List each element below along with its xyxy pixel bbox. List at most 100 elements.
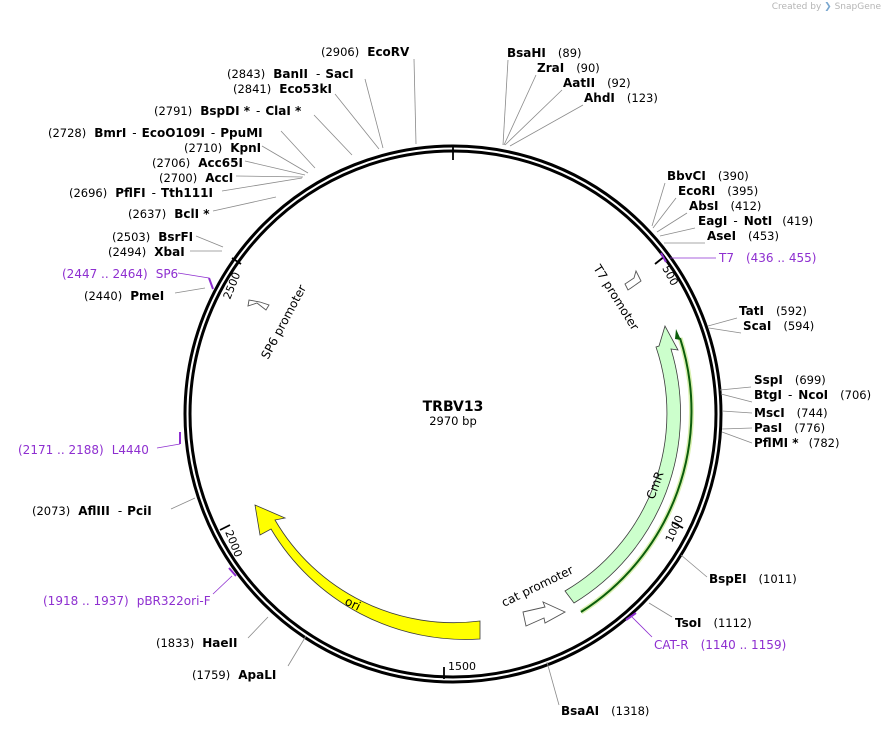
site-label-pasi[interactable]: PasI(776) (754, 421, 825, 435)
site-label-asei[interactable]: AseI(453) (707, 229, 779, 243)
site-label-xbai[interactable]: (2494)XbaI (108, 245, 185, 259)
leader-primer-pbr322ori-f (212, 575, 233, 595)
primer-mark-cat-r (625, 612, 637, 621)
site-label-acc65i[interactable]: (2706)Acc65I (152, 156, 243, 170)
site-label-bspdi-clai[interactable]: (2791)BspDI *-ClaI * (154, 104, 302, 118)
primer-labels: T7(436 .. 455) CAT-R(1140 .. 1159) (1918… (18, 251, 816, 652)
snapgene-credit: Created by ⁠❯ SnapGene (772, 2, 881, 12)
leader-tati (707, 317, 738, 327)
leader-banii (364, 78, 384, 149)
leader-acci (235, 175, 304, 178)
site-labels-left: (1759)ApaLI (1833)HaeII (2073)AflIII-Pci… (32, 45, 410, 682)
credit-brand: SnapGene (834, 2, 881, 12)
tick-label-1500: 1500 (448, 660, 476, 673)
leader-bspei (680, 554, 708, 578)
leader-scai (708, 327, 742, 334)
leader-bmri (280, 130, 316, 169)
cmr-gene-arrow[interactable] (564, 324, 681, 604)
leader-ecori (652, 197, 677, 229)
site-label-bcli[interactable]: (2637)BclI * (128, 207, 210, 221)
sp6-promoter-arrow[interactable] (247, 299, 270, 311)
leader-ecorv (413, 58, 417, 145)
primer-label-cat-r[interactable]: CAT-R(1140 .. 1159) (654, 638, 786, 652)
site-label-tsoi[interactable]: TsoI(1112) (675, 616, 752, 630)
site-label-tati[interactable]: TatI(592) (739, 304, 807, 318)
site-label-haeii[interactable]: (1833)HaeII (156, 636, 237, 650)
feature-label-t7-promoter: T7 promoter (590, 261, 642, 332)
tick-2500 (231, 257, 242, 265)
feature-label-ori: ori (343, 594, 363, 613)
primer-label-sp6[interactable]: (2447 .. 2464)SP6 (62, 267, 178, 281)
leader-bsahi (502, 59, 509, 146)
site-label-apali[interactable]: (1759)ApaLI (192, 668, 276, 682)
leader-eco53ki (334, 93, 380, 150)
site-label-pflfi-tth111i[interactable]: (2696)PflFI-Tth111I (69, 186, 213, 200)
site-label-scai[interactable]: ScaI(594) (743, 319, 814, 333)
site-label-bbvci[interactable]: BbvCI(390) (667, 169, 749, 183)
site-label-bmri-ecoo109i-ppumi[interactable]: (2728)BmrI-EcoO109I-PpuMI (48, 126, 263, 140)
leader-bsaai (546, 661, 560, 706)
primer-mark-sp6 (208, 277, 214, 290)
primers (156, 252, 716, 638)
site-label-acci[interactable]: (2700)AccI (159, 171, 233, 185)
feature-label-sp6-promoter: SP6 promoter (258, 282, 309, 361)
ori-origin-arrow[interactable] (254, 504, 481, 640)
credit-prefix: Created by (771, 2, 822, 12)
site-label-absi[interactable]: AbsI(412) (689, 199, 761, 213)
leader-sspi (719, 386, 752, 391)
site-label-bsrfi[interactable]: (2503)BsrFI (112, 230, 193, 244)
site-label-sspi[interactable]: SspI(699) (754, 373, 826, 387)
plasmid-length: 2970 bp (429, 414, 477, 428)
snapgene-logo-icon: ⁠❯ (824, 2, 832, 12)
site-label-btgi-ncoi[interactable]: BtgI-NcoI(706) (754, 388, 871, 402)
leader-acc65i (244, 160, 306, 176)
site-label-ahdi[interactable]: AhdI(123) (584, 91, 658, 105)
site-label-eco53ki[interactable]: (2841)Eco53kI (233, 82, 332, 96)
leader-pflmi (721, 431, 753, 444)
leader-pasi (721, 427, 753, 430)
site-label-pmei[interactable]: (2440)PmeI (84, 289, 164, 303)
features: CmR ori T7 promoter SP6 promoter cat pro… (247, 261, 694, 640)
tick-1000 (671, 521, 684, 529)
plasmid-title: TRBV13 2970 bp (423, 399, 484, 428)
site-label-bsaai[interactable]: BsaAI(1318) (561, 704, 649, 718)
leader-ahdi (509, 104, 584, 147)
cmr-orf-line (580, 337, 693, 613)
cmr-orf-arrowhead-icon (675, 329, 681, 340)
site-label-kpni[interactable]: (2710)KpnI (184, 141, 261, 155)
leader-tsoi (648, 602, 673, 618)
leader-msci (721, 410, 753, 414)
leader-aatii (504, 89, 563, 146)
leader-primer-sp6 (177, 272, 210, 279)
primer-label-t7[interactable]: T7(436 .. 455) (718, 251, 816, 265)
leader-bsrfi (195, 235, 224, 248)
t7-promoter-arrow[interactable] (624, 269, 642, 291)
leader-afliii (170, 497, 196, 510)
leader-haeii (247, 616, 269, 639)
leader-primer-l4440 (156, 443, 181, 449)
site-label-pflmi[interactable]: PflMI *(782) (754, 436, 840, 450)
leader-apali (287, 635, 307, 667)
site-label-ecorv[interactable]: (2906)EcoRV (321, 45, 410, 59)
primer-mark-pbr322ori-f (228, 567, 237, 577)
site-label-banii-saci[interactable]: (2843)BanII-SacI (227, 67, 354, 81)
cat-promoter-arrow[interactable] (522, 601, 567, 627)
site-label-aatii[interactable]: AatII(92) (563, 76, 631, 90)
leader-pmei (174, 287, 206, 294)
leader-absi (656, 212, 688, 233)
site-label-zrai[interactable]: ZraI(90) (537, 61, 600, 75)
site-label-eagi-noti[interactable]: EagI-NotI(419) (698, 214, 813, 228)
leader-bbvci (651, 182, 666, 227)
site-label-ecori[interactable]: EcoRI(395) (678, 184, 758, 198)
site-label-afliii-pcii[interactable]: (2073)AflIII-PciI (32, 504, 152, 518)
leader-eagi (659, 227, 696, 237)
leader-zrai (503, 74, 537, 146)
site-label-bsahi[interactable]: BsaHI(89) (507, 46, 582, 60)
site-label-bspei[interactable]: BspEI(1011) (709, 572, 797, 586)
leader-bcli (212, 196, 277, 212)
site-label-msci[interactable]: MscI(744) (754, 406, 828, 420)
leader-pflfi (221, 177, 303, 192)
primer-label-pbr322ori-f[interactable]: (1918 .. 1937)pBR322ori-F (43, 594, 211, 608)
primer-label-l4440[interactable]: (2171 .. 2188)L4440 (18, 443, 149, 457)
